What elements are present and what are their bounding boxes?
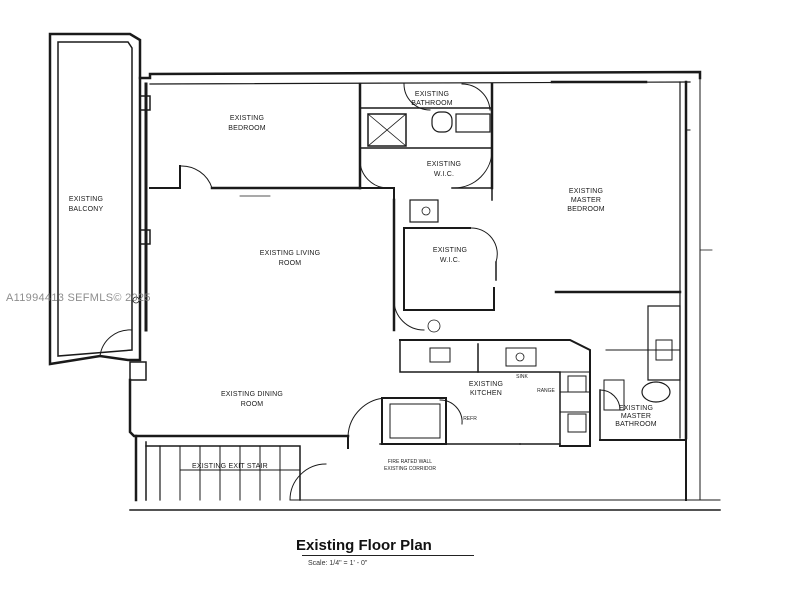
title-underline (302, 555, 474, 556)
label-master-bed-1: EXISTING (569, 188, 603, 195)
door-swings (99, 80, 691, 501)
exterior-walls (128, 70, 721, 511)
label-master-bath-3: BATHROOM (615, 421, 657, 428)
label-wic-1b: W.I.C. (434, 171, 454, 178)
bathroom-fixtures (367, 111, 671, 433)
label-balcony-2: BALCONY (69, 206, 104, 213)
label-bedroom-1: EXISTING (230, 115, 264, 122)
label-master-bed-2: MASTER (571, 197, 601, 204)
label-bathroom-2: BATHROOM (411, 100, 453, 107)
label-master-bath-2: MASTER (621, 413, 651, 420)
plan-title: Existing Floor Plan (296, 537, 432, 554)
room-labels: EXISTING BALCONY EXISTING BEDROOM EXISTI… (69, 91, 657, 472)
label-wic-2b: W.I.C. (440, 257, 460, 264)
plan-scale: Scale: 1/4" = 1' - 0" (308, 560, 368, 567)
label-bedroom-2: BEDROOM (228, 125, 266, 132)
label-range: RANGE (537, 388, 555, 394)
label-dining-2: ROOM (241, 401, 264, 408)
label-exit-stair: EXISTING EXIT STAIR (192, 463, 268, 470)
label-balcony-1: EXISTING (69, 196, 103, 203)
label-corridor: EXISTING CORRIDOR (384, 466, 436, 472)
interior-walls (145, 82, 682, 501)
label-kitchen-1: EXISTING (469, 381, 503, 388)
listing-watermark: A11994413 SEFMLS© 2025 (6, 292, 151, 304)
label-dining-1: EXISTING DINING (221, 391, 283, 398)
label-bathroom-1: EXISTING (415, 91, 449, 98)
label-wic-2a: EXISTING (433, 247, 467, 254)
label-refr: REFR (463, 416, 477, 422)
label-master-bed-3: BEDROOM (567, 206, 605, 213)
balcony-outline (48, 32, 142, 366)
dimension-marks (132, 195, 713, 333)
label-wic-1a: EXISTING (427, 161, 461, 168)
label-kitchen-2: KITCHEN (470, 390, 502, 397)
label-sink: SINK (516, 374, 528, 380)
label-fire-wall: FIRE RATED WALL (388, 459, 432, 465)
label-master-bath-1: EXISTING (619, 405, 653, 412)
label-living-2: ROOM (279, 260, 302, 267)
label-living-1: EXISTING LIVING (260, 250, 321, 257)
